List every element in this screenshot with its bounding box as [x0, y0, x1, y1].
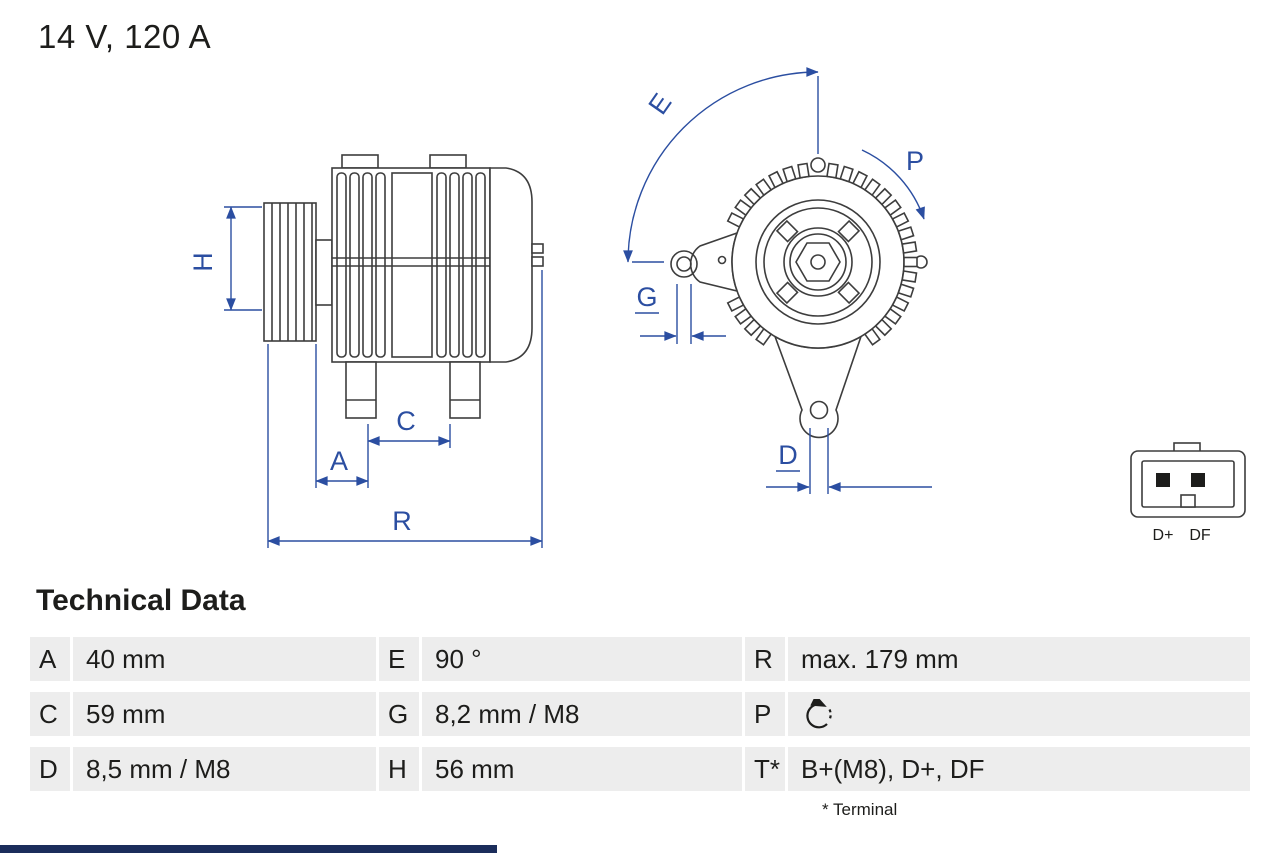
pulley-grooves: [271, 203, 313, 341]
table-value: 59 mm: [73, 692, 376, 736]
table-key: P: [745, 692, 785, 736]
table-value: 8,5 mm / M8: [73, 747, 376, 791]
alternator-side-view: [263, 154, 544, 419]
table-row: D 8,5 mm / M8 H 56 mm T* B+(M8), D+, DF: [30, 747, 1250, 791]
dim-label-c: C: [396, 406, 416, 436]
table-value: max. 179 mm: [788, 637, 1250, 681]
connector-pin-label-left: D+: [1153, 527, 1174, 544]
footer-accent-bar: [0, 845, 497, 853]
dim-label-a: A: [330, 446, 348, 476]
table-key: E: [379, 637, 419, 681]
table-row: C 59 mm G 8,2 mm / M8 P: [30, 692, 1250, 736]
technical-drawing: H A C R: [188, 67, 1246, 548]
table-key: T*: [745, 747, 785, 791]
connector-pin-label-right: DF: [1189, 527, 1211, 544]
table-key: A: [30, 637, 70, 681]
terminal-footnote: * Terminal: [822, 800, 898, 819]
table-key: C: [30, 692, 70, 736]
rotation-direction-icon: [806, 699, 832, 729]
technical-data-heading: Technical Data: [36, 584, 246, 617]
table-value-rotation: [788, 692, 1250, 736]
table-key: D: [30, 747, 70, 791]
connector-pin: [1156, 473, 1170, 487]
cooling-ribs: [336, 172, 486, 358]
table-value: 56 mm: [422, 747, 742, 791]
dim-label-d: D: [778, 440, 798, 470]
dim-label-p: P: [906, 146, 924, 176]
table-key: G: [379, 692, 419, 736]
dim-label-g: G: [636, 282, 657, 312]
front-view-dimensions: E P G D: [623, 67, 932, 494]
connector-pinout: D+ DF: [1130, 442, 1246, 544]
table-value: 40 mm: [73, 637, 376, 681]
table-value: 90 °: [422, 637, 742, 681]
dim-label-h: H: [188, 252, 218, 272]
dim-label-e: E: [643, 88, 678, 120]
table-value: 8,2 mm / M8: [422, 692, 742, 736]
alternator-front-view: [670, 157, 928, 439]
table-key: H: [379, 747, 419, 791]
table-value: B+(M8), D+, DF: [788, 747, 1250, 791]
table-row: A 40 mm E 90 ° R max. 179 mm: [30, 637, 1250, 681]
page-title: 14 V, 120 A: [38, 18, 212, 55]
side-view-dimensions: H A C R: [188, 206, 543, 548]
connector-pin: [1191, 473, 1205, 487]
technical-data-table: A 40 mm E 90 ° R max. 179 mm C 59 mm G 8…: [30, 637, 1250, 802]
table-key: R: [745, 637, 785, 681]
dim-label-r: R: [392, 506, 412, 536]
